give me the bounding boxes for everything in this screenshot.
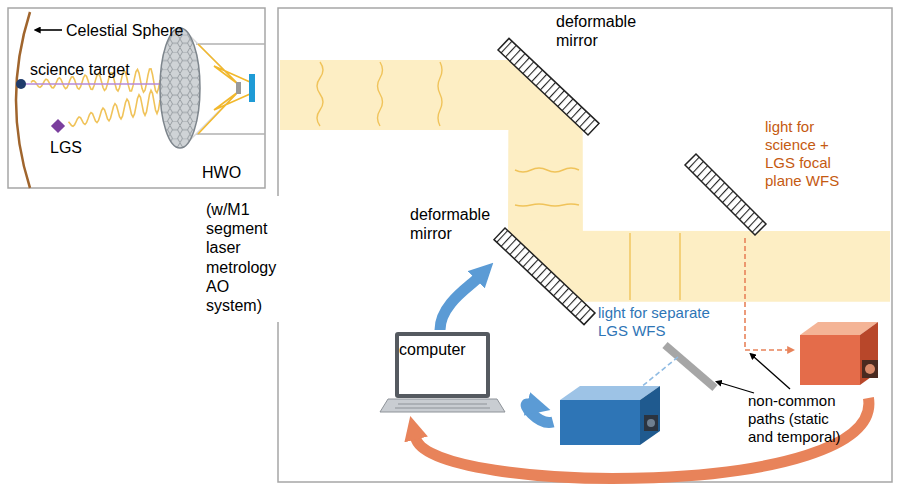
laptop-base: [380, 399, 505, 412]
light-wave: [69, 90, 161, 126]
computer-laptop: computer: [380, 330, 505, 415]
wfs-camera: [644, 415, 658, 431]
incoming-ray: [196, 133, 265, 134]
node-text: deformable mirror: [556, 12, 640, 50]
primary-mirror: [160, 28, 200, 148]
target-label: science target: [30, 60, 130, 79]
signal-arrow: [440, 279, 477, 330]
wfs-lens: [647, 419, 655, 427]
left-panel: [8, 8, 265, 188]
deformable-mirror-shape: [498, 38, 599, 135]
camera-lens: [865, 364, 875, 374]
lgs-label: LGS: [50, 138, 82, 157]
leader-arrow: [721, 383, 754, 393]
right-panel: [278, 8, 892, 482]
deformable-mirror: deformable mirror: [498, 38, 599, 135]
secondary-mirror: [236, 82, 241, 94]
camera-lens-mount: [862, 360, 878, 378]
laptop-keys: [398, 404, 487, 405]
wfs-light-path: [640, 357, 678, 388]
lgs-wfs-box: light for separate LGS WFS: [553, 383, 663, 448]
wavefront: [317, 62, 680, 300]
deformable-mirror-shape: [494, 228, 595, 325]
camera-side: [860, 322, 878, 385]
science-light-path: [745, 238, 788, 350]
laptop-keys: [395, 408, 490, 409]
beam-path: [198, 44, 250, 84]
beam-splitter: [665, 345, 715, 388]
celestial-sphere-arc: [16, 12, 30, 188]
camera-front: [800, 335, 860, 385]
node-text: computer: [399, 340, 489, 359]
fold-mirror: [685, 154, 766, 235]
laptop-screen: [395, 332, 490, 398]
node-text: deformable mirror: [410, 205, 494, 243]
beam-path: [198, 92, 250, 134]
telescope-label: HWO: [202, 163, 241, 182]
light-beam: [280, 60, 890, 302]
node-text: (w/M1 segment laser metrology AO system): [206, 200, 286, 315]
lgs-symbol: [51, 119, 65, 133]
wfs-box-side: [640, 386, 660, 445]
node-text: light for science + LGS focal plane WFS: [765, 118, 855, 190]
caption-box: (w/M1 segment laser metrology AO system): [202, 196, 292, 322]
detector: [249, 74, 255, 102]
node-text: light for separate LGS WFS: [598, 304, 732, 340]
science-camera: light for science + LGS focal plane WFS: [793, 318, 885, 398]
pointer-arrow: [40, 29, 62, 31]
note-label: non-common paths (static and temporal): [748, 392, 844, 446]
target-line: [22, 83, 176, 85]
signal-arrow: [526, 404, 553, 422]
leader-arrow: [754, 357, 790, 389]
wfs-box-front: [560, 400, 640, 445]
deformable-mirror: deformable mirror: [494, 228, 595, 325]
incoming-ray: [196, 43, 265, 44]
science-target-dot: [16, 79, 26, 89]
sphere-label: Celestial Sphere: [66, 21, 183, 40]
